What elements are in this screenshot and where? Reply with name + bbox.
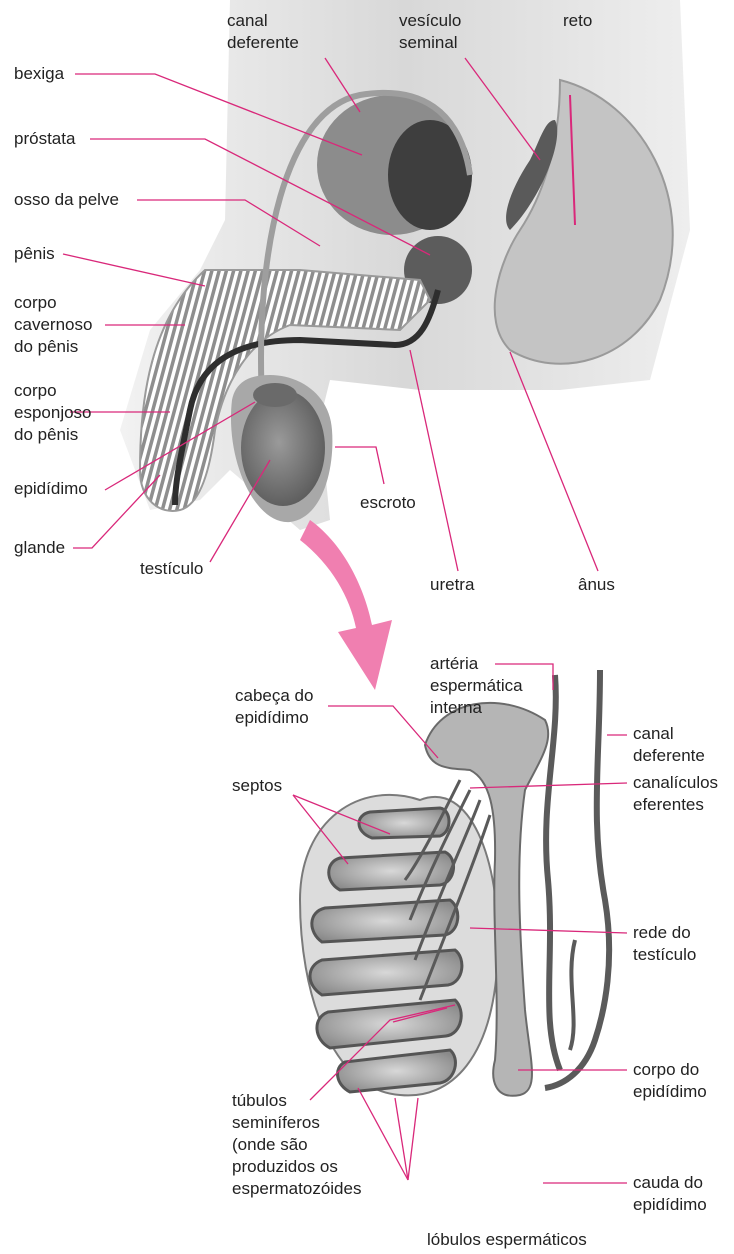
label-uretra: uretra (430, 574, 474, 596)
testicle-detail-section (300, 670, 609, 1096)
epididymis-top (253, 383, 297, 407)
label-escroto: escroto (360, 492, 416, 514)
label-corpo-epididimo: corpo do epidídimo (633, 1059, 707, 1103)
label-glande: glande (14, 537, 65, 559)
label-canal-deferente-bottom: canal deferente (633, 723, 705, 767)
label-bexiga: bexiga (14, 63, 64, 85)
label-rede-testiculo: rede do testículo (633, 922, 696, 966)
label-epididimo-top: epidídimo (14, 478, 88, 500)
label-anus: ânus (578, 574, 615, 596)
label-penis: pênis (14, 243, 55, 265)
label-corpo-cavernoso: corpo cavernoso do pênis (14, 292, 92, 358)
label-arteria: artéria espermática interna (430, 653, 523, 719)
label-corpo-esponjoso: corpo esponjoso do pênis (14, 380, 92, 446)
label-lobulos: lóbulos espermáticos (427, 1229, 587, 1251)
connection-arrow (300, 520, 392, 690)
label-canaliculos: canalículos eferentes (633, 772, 718, 816)
label-reto: reto (563, 10, 592, 32)
testis-capsule (300, 795, 498, 1096)
label-tubulos: túbulos seminíferos (onde são produzidos… (232, 1090, 361, 1200)
label-cabeca-epididimo: cabeça do epidídimo (235, 685, 313, 729)
label-vesiculo-seminal: vesículo seminal (399, 10, 461, 54)
label-cauda-epididimo: cauda do epidídimo (633, 1172, 707, 1216)
label-osso-da-pelve: osso da pelve (14, 189, 119, 211)
label-canal-deferente-top: canal deferente (227, 10, 299, 54)
label-testiculo: testículo (140, 558, 203, 580)
label-prostata: próstata (14, 128, 75, 150)
coiled-duct (570, 940, 575, 1050)
label-septos: septos (232, 775, 282, 797)
